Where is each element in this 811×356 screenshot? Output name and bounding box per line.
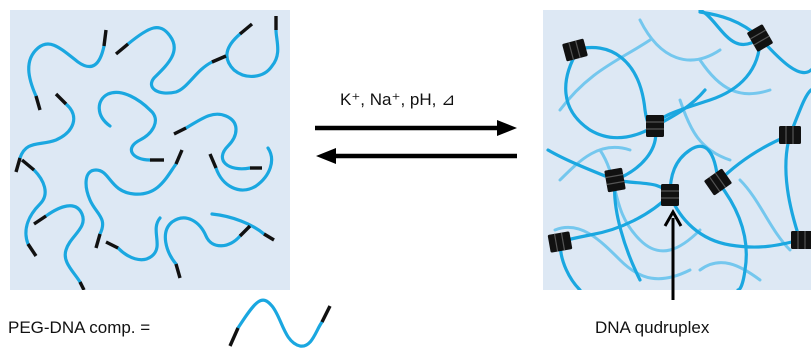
dna-end-segment [263, 232, 275, 242]
peg-dna-strand [214, 146, 274, 192]
dna-quadruplex-node [704, 168, 732, 196]
network-peg-strand [564, 48, 657, 140]
dna-end-segment [208, 153, 218, 169]
peg-strand-background [698, 261, 762, 282]
dna-quadruplex-node [791, 231, 811, 249]
legend-label: PEG-DNA comp. = [8, 318, 151, 337]
dna-end-segment [174, 149, 184, 165]
peg-dna-strand [126, 26, 214, 95]
forward-reaction-arrow [315, 120, 517, 136]
arrow-left-icon [316, 148, 336, 164]
quadruplex-pointer-arrow [663, 208, 683, 300]
network-peg-strand [668, 144, 720, 197]
left-panel-background [10, 10, 290, 290]
crosslinked-network [546, 10, 811, 290]
peg-strand-background [553, 225, 692, 281]
dna-quadruplex-node [646, 115, 664, 137]
peg-dna-legend-glyph [228, 298, 332, 348]
dna-end-segment [26, 243, 38, 257]
network-peg-strand [716, 180, 748, 290]
peg-dna-strand [24, 168, 47, 246]
arrow-right-icon [497, 120, 517, 136]
peg-dna-strand [97, 90, 157, 162]
dna-end-segment [228, 327, 240, 347]
peg-dna-strand [184, 112, 252, 171]
dna-end-segment [211, 54, 227, 64]
dna-end-segment [33, 214, 47, 226]
dna-end-segment [102, 29, 108, 47]
dna-end-segment [238, 22, 254, 36]
peg-dna-strand [44, 204, 85, 284]
peg-dna-strand [163, 216, 242, 266]
free-peg-dna-strands [14, 16, 280, 290]
dna-end-segment [238, 224, 252, 238]
dna-quadruplex-node [604, 167, 626, 193]
dna-end-segment [114, 42, 130, 56]
dna-end-segment [78, 281, 86, 290]
peg-dna-strand [84, 162, 178, 236]
peg-dna-strand [116, 216, 162, 262]
peg-strand-background [638, 18, 722, 62]
dna-end-segment [320, 305, 332, 323]
dna-quadruplex-node [562, 38, 588, 62]
dna-end-segment [173, 126, 187, 136]
network-peg-strand [784, 133, 802, 242]
dna-end-segment [14, 157, 22, 173]
peg-strand-background [558, 145, 632, 182]
dna-end-segment [34, 95, 42, 111]
peg-strand-background [558, 38, 652, 112]
reverse-reaction-arrow [316, 148, 517, 164]
reaction-conditions-label: K⁺, Na⁺, pH, ⊿ [340, 90, 456, 109]
dna-quadruplex-node [661, 184, 679, 206]
arrow-up-icon [663, 208, 683, 227]
dna-quadruplex-node [547, 231, 573, 253]
dna-end-segment [105, 240, 119, 250]
network-peg-strand [698, 10, 762, 47]
peg-dna-strand [18, 102, 76, 160]
dna-end-segment [94, 233, 102, 249]
dna-quadruplex-node [779, 126, 801, 144]
dna-end-segment [20, 158, 36, 172]
dna-quadruplex-label: DNA qudruplex [595, 318, 710, 337]
peg-dna-strand [27, 42, 106, 98]
dna-end-segment [54, 92, 68, 106]
network-peg-strand [668, 193, 802, 249]
network-peg-strand [653, 36, 762, 128]
dna-quadruplex-node [747, 24, 773, 52]
peg-dna-strand [225, 28, 280, 78]
dna-end-segment [174, 263, 182, 279]
peg-dna-strand [210, 212, 266, 236]
